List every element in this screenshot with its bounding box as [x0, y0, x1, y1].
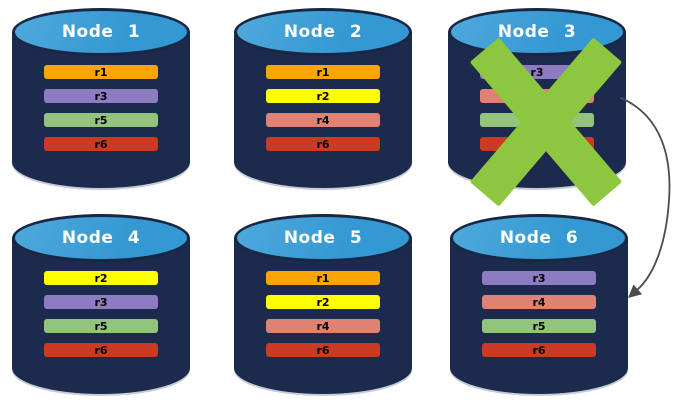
node-1-cylinder-body [12, 32, 190, 188]
replica-label: r3 [530, 65, 544, 79]
replica-bar: r5 [44, 319, 158, 333]
node-2-header: Node 2 [234, 8, 412, 56]
replica-label: r5 [94, 113, 108, 127]
node-title: Node 4 [61, 228, 141, 248]
replica-bar: r6 [44, 343, 158, 357]
replica-label: r6 [316, 343, 330, 357]
replica-bar: r6 [266, 137, 380, 151]
replica-label: r2 [94, 271, 108, 285]
replica-label: r1 [94, 65, 108, 79]
node-5-replicas: r1 r2 r4 r6 [266, 271, 380, 357]
node-3: Node 3 r3 r4 r5 r6 [448, 8, 626, 207]
node-2-cylinder-body [234, 32, 412, 188]
replica-label: r5 [532, 319, 546, 333]
replica-bar: r2 [266, 89, 380, 103]
replica-bar: r1 [44, 65, 158, 79]
node-4-header: Node 4 [12, 214, 190, 262]
node-title: Node 6 [499, 228, 579, 248]
node-6-header: Node 6 [450, 214, 628, 262]
replica-label: r4 [316, 319, 330, 333]
node-1-header: Node 1 [12, 8, 190, 56]
node-4: Node 4 r2 r3 r5 r6 [12, 214, 190, 396]
replica-bar: r1 [266, 271, 380, 285]
failover-arrow-line [620, 97, 671, 291]
node-title: Node 2 [283, 22, 363, 42]
failover-arrowhead-icon [628, 284, 643, 298]
node-2-replicas: r1 r2 r4 r6 [266, 65, 380, 151]
replica-bar: r2 [266, 295, 380, 309]
node-title: Node 3 [497, 22, 577, 42]
node-6-replicas: r3 r4 r5 r6 [482, 271, 596, 357]
replica-bar: r3 [44, 295, 158, 309]
replica-bar: r3 [482, 271, 596, 285]
replica-label: r3 [94, 295, 108, 309]
replica-bar: r1 [266, 65, 380, 79]
replica-bar: r6 [482, 343, 596, 357]
node-4-replicas: r2 r3 r5 r6 [44, 271, 158, 357]
replica-bar: r5 [482, 319, 596, 333]
replica-bar: r2 [44, 271, 158, 285]
replica-bar: r6 [44, 137, 158, 151]
replica-bar: r3 [44, 89, 158, 103]
node-5-header: Node 5 [234, 214, 412, 262]
replica-label: r6 [94, 137, 108, 151]
replica-label: r1 [316, 65, 330, 79]
node-title: Node 1 [61, 22, 141, 42]
node-5: Node 5 r1 r2 r4 r6 [234, 214, 412, 396]
replica-label: r2 [316, 89, 330, 103]
replica-label: r4 [532, 295, 546, 309]
failure-x-mark [448, 8, 626, 207]
replica-label: r5 [94, 319, 108, 333]
replica-bar: r6 [266, 343, 380, 357]
replica-bar: r4 [266, 319, 380, 333]
replica-label: r6 [532, 343, 546, 357]
node-2: Node 2 r1 r2 r4 r6 [234, 8, 412, 190]
replica-label: r6 [316, 137, 330, 151]
node-5-cylinder-body [234, 238, 412, 394]
replica-label: r1 [316, 271, 330, 285]
replica-label: r2 [316, 295, 330, 309]
replica-label: r6 [94, 343, 108, 357]
node-1: Node 1 r1 r3 r5 r6 [12, 8, 190, 190]
replica-bar: r4 [266, 113, 380, 127]
replica-bar: r4 [482, 295, 596, 309]
node-4-cylinder-body [12, 238, 190, 394]
node-1-replicas: r1 r3 r5 r6 [44, 65, 158, 151]
replica-label: r4 [316, 113, 330, 127]
replica-label: r3 [94, 89, 108, 103]
node-title: Node 5 [283, 228, 363, 248]
node-6-cylinder-body [450, 238, 628, 394]
node-6: Node 6 r3 r4 r5 r6 [450, 214, 628, 396]
replica-label: r3 [532, 271, 546, 285]
replica-bar: r5 [44, 113, 158, 127]
